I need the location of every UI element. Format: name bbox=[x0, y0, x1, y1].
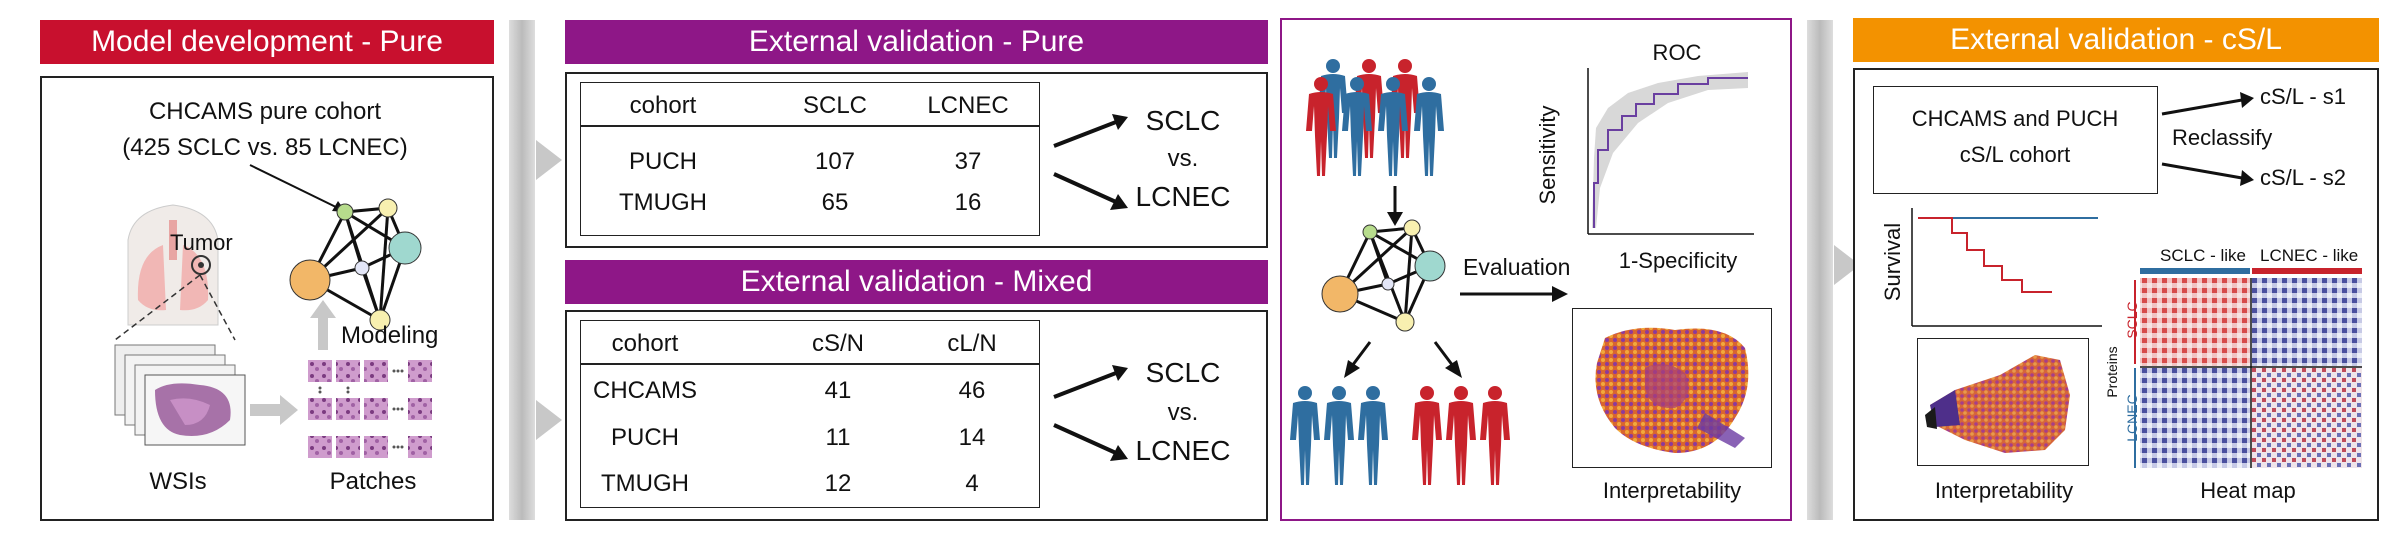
separator-bar-1 bbox=[509, 20, 535, 520]
reclassify-label: Reclassify bbox=[2172, 125, 2273, 150]
mixed-row3-cohort: TMUGH bbox=[601, 470, 689, 497]
wsi-stack bbox=[114, 344, 246, 446]
pure-row1-lcnec: 37 bbox=[954, 148, 982, 175]
pure-outcome-vs: vs. bbox=[1167, 145, 1199, 172]
dev-title: Model development - Pure bbox=[91, 25, 443, 58]
lcnec-like-label: LCNEC - like bbox=[2260, 246, 2359, 265]
roc-x-label: 1-Specificity bbox=[1618, 248, 1738, 273]
lcnec-people-group bbox=[1412, 386, 1510, 485]
mixed-row1-csn: 41 bbox=[824, 377, 852, 404]
mixed-title: External validation - Mixed bbox=[740, 265, 1093, 298]
pure-row2-cohort: TMUGH bbox=[619, 189, 707, 216]
evaluation-label: Evaluation bbox=[1463, 254, 1571, 280]
mixed-header-cohort: cohort bbox=[611, 330, 679, 357]
mixed-row3-csn: 12 bbox=[824, 470, 852, 497]
eval-tissue-heatmap bbox=[1595, 327, 1749, 453]
mixed-table bbox=[580, 320, 1040, 508]
survival-label: Survival bbox=[1880, 222, 1905, 302]
pure-row2-sclc: 65 bbox=[821, 189, 849, 216]
cs-cohort-box bbox=[1873, 86, 2158, 194]
pure-row1-sclc: 107 bbox=[814, 148, 856, 175]
mixed-row1-cohort: CHCAMS bbox=[592, 377, 698, 404]
evaluation-arrow bbox=[1460, 286, 1568, 302]
mixed-row2-cohort: PUCH bbox=[610, 424, 680, 451]
gray-arrow-3 bbox=[1834, 245, 1860, 285]
cs-title: External validation - cS/L bbox=[1950, 23, 2282, 56]
dev-cohort-line1: CHCAMS pure cohort bbox=[148, 98, 382, 125]
mixed-outcome-lcnec: LCNEC bbox=[1135, 435, 1231, 466]
tumor-label: Tumor bbox=[170, 230, 233, 255]
mixed-row3-cln: 4 bbox=[965, 470, 979, 497]
eval-panel bbox=[1280, 18, 1792, 521]
cs-header: External validation - cS/L bbox=[1853, 18, 2379, 62]
heatmap-label: Heat map bbox=[2200, 478, 2296, 503]
network-graph bbox=[289, 198, 422, 331]
cs-cohort-line1: CHCAMS and PUCH bbox=[1911, 106, 2119, 131]
down-arrow bbox=[1387, 186, 1403, 226]
mixed-header-csn: cS/N bbox=[811, 330, 865, 357]
mixed-row2-csn: 11 bbox=[825, 424, 851, 451]
pure-table bbox=[580, 82, 1040, 236]
cs-cohort-line2: cS/L cohort bbox=[1959, 142, 2071, 167]
node-yellow-bottom bbox=[369, 309, 391, 331]
roc-y-label: Sensitivity bbox=[1535, 105, 1560, 205]
roc-title: ROC bbox=[1652, 40, 1702, 65]
survival-curve bbox=[1911, 208, 2102, 327]
proteins-label: Proteins bbox=[2104, 346, 2120, 398]
pure-outcome-lcnec: LCNEC bbox=[1135, 181, 1231, 212]
separator-bar-2 bbox=[1807, 20, 1833, 520]
node-teal bbox=[388, 231, 422, 265]
mixed-row1-cln: 46 bbox=[958, 377, 986, 404]
split-arrows bbox=[1344, 341, 1462, 378]
sclc-people-group bbox=[1290, 386, 1388, 485]
eval-interpretability-label: Interpretability bbox=[1602, 478, 1742, 503]
protein-heatmap bbox=[2134, 268, 2362, 468]
mixed-header: External validation - Mixed bbox=[565, 260, 1268, 304]
pure-row2-lcnec: 16 bbox=[954, 189, 982, 216]
mixed-arrows bbox=[1053, 365, 1128, 461]
patch-arrow bbox=[250, 395, 298, 425]
node-yellow-top bbox=[378, 198, 398, 218]
cs-s1-label: cS/L - s1 bbox=[2260, 84, 2346, 109]
sclc-like-label: SCLC - like bbox=[2160, 246, 2246, 265]
mixed-outcome-vs: vs. bbox=[1167, 399, 1199, 426]
gray-arrow-1 bbox=[536, 140, 562, 180]
reclassify-arrows bbox=[2161, 92, 2254, 186]
node-orange bbox=[289, 259, 331, 301]
pure-row1-cohort: PUCH bbox=[628, 148, 698, 175]
mixed-outcome-sclc: SCLC bbox=[1145, 357, 1221, 388]
cs-interpretability-label: Interpretability bbox=[1934, 478, 2074, 503]
modeling-label: Modeling bbox=[341, 322, 439, 349]
node-green bbox=[336, 203, 354, 221]
pure-arrows bbox=[1053, 114, 1128, 210]
patches-grid bbox=[308, 360, 432, 458]
pure-header-sclc: SCLC bbox=[802, 92, 868, 119]
cs-s2-label: cS/L - s2 bbox=[2260, 165, 2346, 190]
roc-curve bbox=[1587, 68, 1754, 235]
cs-tissue-heatmap bbox=[1925, 355, 2070, 453]
gray-arrow-2 bbox=[536, 400, 562, 440]
mixed-header-cln: cL/N bbox=[947, 330, 997, 357]
pure-header-lcnec: LCNEC bbox=[927, 92, 1009, 119]
wsi-label: WSIs bbox=[149, 468, 207, 495]
pure-table-divider bbox=[581, 125, 1039, 127]
zoom-dashes bbox=[114, 274, 236, 341]
lung-illustration bbox=[127, 204, 219, 326]
pure-outcome-sclc: SCLC bbox=[1145, 105, 1221, 136]
eval-network-graph bbox=[1321, 219, 1446, 332]
modeling-arrow bbox=[310, 300, 336, 350]
pure-header: External validation - Pure bbox=[565, 20, 1268, 64]
patches-label: Patches bbox=[329, 468, 417, 495]
mixed-people-group bbox=[1306, 59, 1444, 176]
mixed-row2-cln: 14 bbox=[958, 424, 986, 451]
pure-header-cohort: cohort bbox=[629, 92, 697, 119]
dev-header: Model development - Pure bbox=[40, 20, 494, 64]
dev-cohort-line2: (425 SCLC vs. 85 LCNEC) bbox=[122, 134, 408, 161]
node-center bbox=[354, 260, 370, 276]
pure-title: External validation - Pure bbox=[748, 25, 1085, 58]
mixed-table-divider bbox=[581, 363, 1039, 365]
